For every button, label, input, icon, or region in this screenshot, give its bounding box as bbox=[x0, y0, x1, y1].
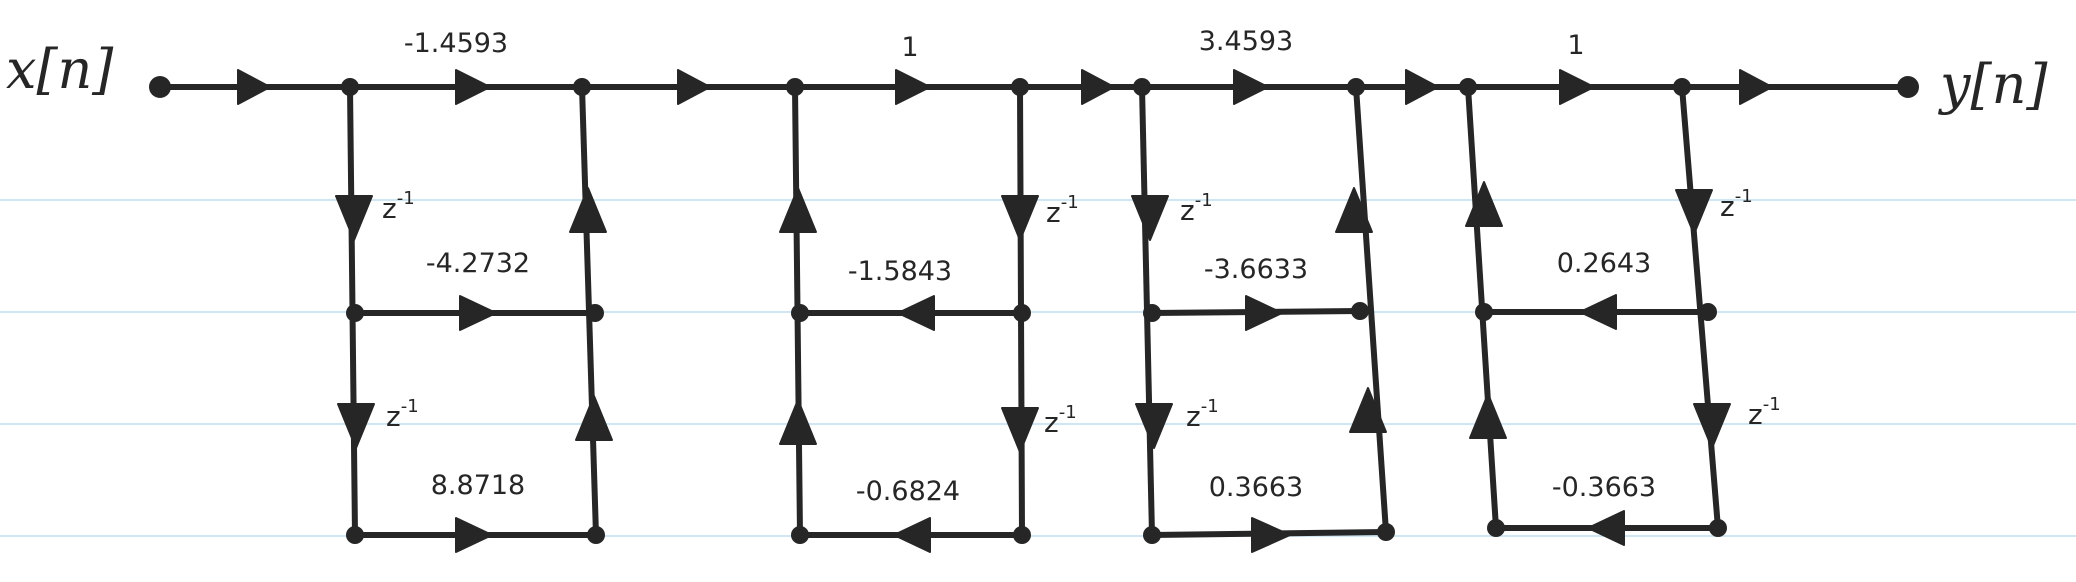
coef-a-label: -1.5843 bbox=[848, 256, 952, 287]
main-path-arrow bbox=[677, 69, 711, 105]
junction-node bbox=[573, 78, 591, 96]
gain-arrow bbox=[455, 69, 491, 105]
coef-b-label: -0.6824 bbox=[856, 476, 960, 507]
junction-node bbox=[587, 526, 605, 544]
filter-section-2: 1 -1.5843 -0.6824 z-1 z-1 bbox=[779, 32, 1079, 553]
delay-label: z-1 bbox=[1186, 396, 1219, 433]
rung-b-arrow bbox=[1251, 517, 1291, 553]
delay-label: z-1 bbox=[386, 396, 419, 433]
main-path-arrow bbox=[237, 69, 271, 105]
junction-node bbox=[1487, 519, 1505, 537]
delay-down-arrow bbox=[337, 403, 375, 449]
main-path-arrow bbox=[1405, 69, 1439, 105]
rung-b-arrow bbox=[893, 517, 931, 553]
junction-node bbox=[346, 304, 364, 322]
filter-section-3: 3.4593 -3.6633 0.3663 z-1 z-1 bbox=[1131, 26, 1395, 553]
coef-b-label: 8.8718 bbox=[431, 470, 525, 501]
input-terminal-node bbox=[149, 76, 171, 98]
junction-node bbox=[1347, 78, 1365, 96]
filter-section-4: 1 0.2643 -0.3663 z-1 z-1 bbox=[1459, 30, 1781, 546]
section-gain-label: 1 bbox=[901, 32, 918, 63]
delay-down-arrow bbox=[335, 195, 373, 241]
feed-up-arrow bbox=[569, 187, 607, 233]
delay-down-arrow bbox=[1135, 403, 1173, 449]
filter-section-1: -1.4593 -4.2732 8.8718 z-1 z-1 bbox=[335, 28, 613, 553]
junction-node bbox=[1143, 304, 1161, 322]
rung-a-arrow bbox=[459, 295, 497, 331]
feed-up-arrow bbox=[779, 399, 817, 445]
rung-a-arrow bbox=[1245, 295, 1283, 331]
junction-node bbox=[1013, 526, 1031, 544]
delay-down-arrow bbox=[1001, 195, 1039, 241]
feed-up-arrow bbox=[1335, 187, 1373, 233]
junction-node bbox=[346, 526, 364, 544]
delay-label: z-1 bbox=[1748, 394, 1781, 431]
coef-b-label: -0.3663 bbox=[1552, 472, 1656, 503]
junction-node bbox=[786, 78, 804, 96]
junction-node bbox=[1351, 302, 1369, 320]
feed-up-arrow bbox=[779, 187, 817, 233]
junction-node bbox=[1709, 519, 1727, 537]
feed-up-arrow bbox=[1349, 387, 1387, 433]
rung-a-arrow bbox=[897, 295, 935, 331]
rung-a-arrow bbox=[1579, 294, 1617, 330]
junction-node bbox=[1673, 78, 1691, 96]
coef-b-label: 0.3663 bbox=[1209, 472, 1303, 503]
delay-label: z-1 bbox=[382, 188, 415, 225]
rung-b-arrow bbox=[455, 517, 493, 553]
junction-node bbox=[791, 526, 809, 544]
junction-node bbox=[1475, 303, 1493, 321]
junction-node bbox=[586, 304, 604, 322]
feed-up-arrow bbox=[1469, 393, 1507, 439]
junction-node bbox=[1013, 304, 1031, 322]
output-terminal-node bbox=[1897, 76, 1919, 98]
coef-a-label: -3.6633 bbox=[1204, 254, 1308, 285]
section-gain-label: -1.4593 bbox=[404, 28, 508, 59]
delay-label: z-1 bbox=[1044, 402, 1077, 439]
delay-down-arrow bbox=[1001, 407, 1039, 453]
delay-down-arrow bbox=[1675, 189, 1713, 235]
section-gain-label: 3.4593 bbox=[1199, 26, 1293, 57]
delay-branch bbox=[1679, 84, 1721, 531]
junction-node bbox=[1011, 78, 1029, 96]
output-label: y[n] bbox=[1938, 53, 2048, 116]
coef-a-label: -4.2732 bbox=[426, 248, 530, 279]
input-label: x[n] bbox=[6, 38, 114, 101]
rung-b-arrow bbox=[1587, 510, 1625, 546]
section-gain-label: 1 bbox=[1567, 30, 1584, 61]
feed-up-arrow bbox=[1465, 181, 1503, 227]
junction-node bbox=[1143, 526, 1161, 544]
delay-label: z-1 bbox=[1180, 190, 1213, 227]
junction-node bbox=[341, 78, 359, 96]
feed-up-arrow bbox=[575, 395, 613, 441]
delay-label: z-1 bbox=[1046, 192, 1079, 229]
main-path-arrow bbox=[1081, 69, 1115, 105]
gain-arrow bbox=[1559, 69, 1595, 105]
delay-down-arrow bbox=[1693, 403, 1731, 449]
junction-node bbox=[1133, 78, 1151, 96]
gain-arrow bbox=[895, 69, 931, 105]
main-path-arrow bbox=[1739, 69, 1773, 105]
feed-branch bbox=[1353, 84, 1389, 535]
delay-down-arrow bbox=[1131, 195, 1169, 241]
junction-node bbox=[791, 304, 809, 322]
gain-arrow bbox=[1233, 69, 1269, 105]
junction-node bbox=[1377, 523, 1395, 541]
junction-node bbox=[1699, 303, 1717, 321]
junction-node bbox=[1459, 78, 1477, 96]
coef-a-label: 0.2643 bbox=[1557, 248, 1651, 279]
delay-label: z-1 bbox=[1720, 186, 1753, 223]
